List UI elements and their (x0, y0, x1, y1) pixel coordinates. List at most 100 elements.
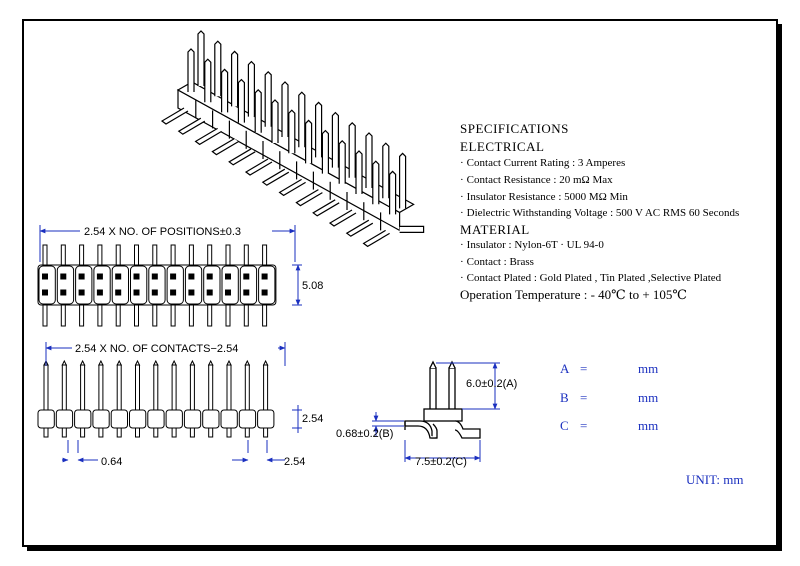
top-pin-lower (97, 303, 103, 327)
front-housing-cell (74, 409, 92, 429)
iso-bent-lead (211, 138, 239, 156)
bullet: · (460, 239, 464, 251)
side-bent-lead-outer (405, 425, 437, 439)
specifications-title: SPECIFICATIONS (460, 121, 569, 136)
contacts-dimension-label: 2.54 X NO. OF CONTACTS−2.54 (75, 343, 238, 355)
top-cell (184, 265, 203, 305)
front-housing-cell (92, 409, 110, 429)
operation-temperature: Operation Temperature : - 40℃ to + 105℃ (460, 287, 687, 302)
front-housing-cell (202, 409, 220, 429)
iso-pin-front (389, 170, 397, 215)
iso-pin-back (197, 30, 205, 86)
spec-text: Contact Resistance : 20 mΩ Max (466, 174, 613, 186)
front-housing-cell (238, 409, 257, 429)
abc-letter-a: A (560, 361, 570, 376)
top-pin-lower (243, 303, 249, 327)
abc-eq-c: = (580, 418, 588, 433)
top-pin-square (170, 273, 177, 280)
top-pin-square (261, 273, 268, 280)
iso-pin-back (331, 111, 339, 168)
top-pin-square (243, 273, 250, 280)
iso-pin-front (187, 48, 195, 92)
top-pin-square (60, 289, 67, 296)
drawing-border (22, 19, 778, 547)
spec-text: Contact : Brass (466, 256, 534, 268)
top-cell (93, 265, 111, 305)
iso-pin-back (214, 40, 222, 97)
front-pin-tip (152, 359, 159, 366)
side-pin-tip (429, 360, 437, 369)
spec-material-2: ·Contact : Brass (460, 256, 534, 268)
iso-pin-front (338, 139, 346, 184)
spec-electrical-2: ·Contact Resistance : 20 mΩ Max (460, 174, 613, 186)
front-pin-tip (226, 359, 232, 366)
top-cell (130, 265, 148, 305)
spec-text: Insulator Resistance : 5000 MΩ Min (466, 191, 628, 203)
pitch-254-label: 2.54 (284, 456, 305, 468)
top-cell (239, 265, 258, 305)
top-view (37, 244, 277, 327)
front-pin-tip (207, 359, 214, 366)
front-pin-upper (226, 364, 232, 412)
abc-unit-c: mm (638, 418, 659, 433)
iso-pin-front (271, 99, 279, 143)
front-pin-tip (134, 359, 141, 366)
top-pin-square (151, 289, 158, 296)
top-cell (111, 265, 129, 305)
iso-pin-front (254, 88, 262, 133)
top-pin-square (170, 289, 177, 296)
top-cell (38, 265, 56, 305)
top-pin-square (96, 289, 103, 296)
top-pin-upper (134, 244, 139, 266)
height-254-label: 2.54 (302, 413, 323, 425)
front-housing-cell (37, 409, 55, 429)
top-pin-square (42, 273, 48, 280)
top-pin-square (206, 289, 213, 296)
iso-pin-front (288, 109, 296, 154)
front-pin-tip (189, 359, 196, 366)
front-housing-cell (55, 409, 74, 429)
iso-bent-lead (362, 229, 390, 248)
front-pin-upper (43, 364, 49, 412)
side-view (404, 360, 481, 439)
side-pin-tip (448, 360, 456, 369)
top-pin-lower (207, 303, 213, 327)
iso-bent-lead (261, 168, 290, 186)
front-pin-upper (98, 364, 104, 412)
front-pin-tip (61, 359, 68, 366)
top-cell (148, 265, 166, 305)
side-bent-lead-right (454, 420, 481, 439)
electrical-heading: ELECTRICAL (460, 139, 545, 154)
front-housing-cell (220, 409, 238, 429)
top-pin-upper (115, 244, 121, 266)
top-pin-upper (170, 244, 176, 266)
side-bent-lead (404, 420, 438, 439)
top-pin-square (225, 289, 231, 296)
top-pin-lower (152, 303, 158, 327)
top-cell (75, 265, 93, 305)
top-pin-lower (134, 303, 139, 327)
top-pin-upper (225, 244, 231, 266)
spec-electrical-3: ·Insulator Resistance : 5000 MΩ Min (460, 191, 628, 203)
spec-electrical-1: ·Contact Current Rating : 3 Amperes (460, 157, 625, 169)
top-pin-lower (60, 303, 66, 327)
iso-pin-front (204, 58, 212, 103)
side-pin-a (429, 367, 437, 415)
iso-pin-front (321, 129, 329, 174)
iso-bent-lead (328, 209, 357, 227)
iso-bent-lead (177, 117, 206, 135)
abc-eq-b: = (580, 390, 588, 405)
front-pin-upper (153, 364, 159, 412)
border-shadow-bottom (27, 547, 782, 551)
front-pin-upper (135, 364, 140, 412)
spec-text: Contact Current Rating : 3 Amperes (466, 157, 626, 169)
abc-unit-b: mm (638, 390, 659, 405)
top-pin-square (188, 273, 195, 280)
front-view (37, 359, 275, 438)
iso-pin-front (372, 160, 380, 205)
iso-bent-lead (160, 107, 189, 125)
top-pin-square (206, 273, 213, 280)
spec-text: Dielectric Withstanding Voltage : 500 V … (466, 207, 740, 219)
front-pin-tip (79, 359, 86, 366)
